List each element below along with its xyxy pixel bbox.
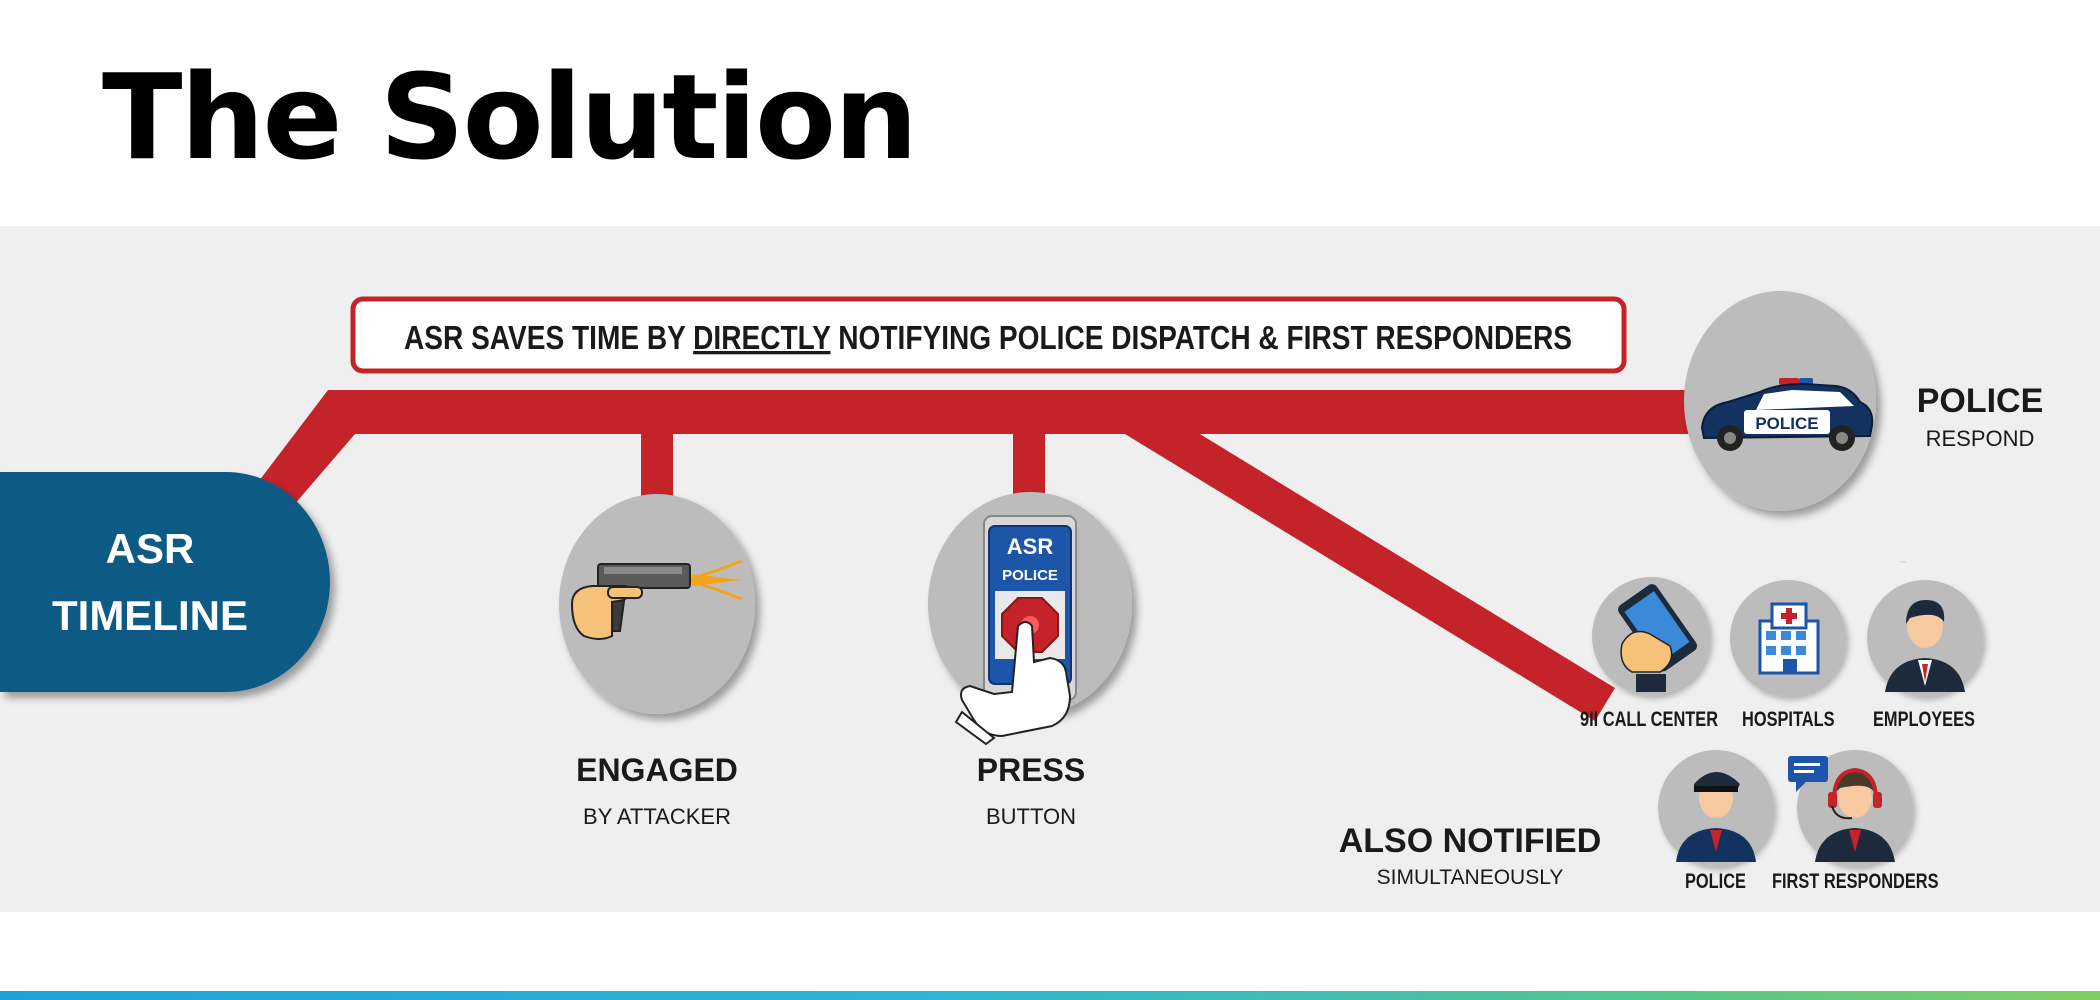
muzzle-flash bbox=[692, 574, 742, 586]
connector-engaged bbox=[641, 431, 673, 499]
engaged-label: ENGAGED bbox=[576, 752, 738, 788]
timeline-panel: ASR TIMELINE ASR SAVES TIME BY DIRECTLY … bbox=[0, 226, 2100, 912]
police-respond-label: POLICE bbox=[1916, 382, 2044, 420]
police-officer-icon bbox=[1658, 750, 1774, 866]
banner-text-emphasis: DIRECTLY bbox=[693, 319, 831, 356]
banner-text-after: NOTIFYING POLICE DISPATCH & FIRST RESPON… bbox=[830, 319, 1572, 356]
call-center-icon bbox=[1592, 577, 1710, 695]
device-brand: ASR bbox=[1007, 534, 1054, 559]
employees-label: EMPLOYEES bbox=[1873, 708, 1975, 731]
banner-text: ASR SAVES TIME BY DIRECTLY NOTIFYING POL… bbox=[404, 319, 1572, 356]
police-car-text: POLICE bbox=[1755, 414, 1818, 433]
gun-icon bbox=[570, 559, 743, 640]
main-timeline-bar bbox=[202, 390, 1745, 556]
banner-box bbox=[350, 296, 1627, 374]
timeline-bars bbox=[202, 390, 1745, 721]
timeline-tab-line2: TIMELINE bbox=[52, 592, 248, 639]
press-step-icon: ASR POLICE bbox=[928, 492, 1132, 746]
engaged-step-icon bbox=[559, 494, 755, 714]
also-notified-sublabel: SIMULTANEOUSLY bbox=[1376, 866, 1564, 889]
hospitals-label: HOSPITALS bbox=[1742, 708, 1835, 731]
timeline-tab-line1: ASR bbox=[106, 525, 195, 572]
police-respond-sublabel: RESPOND bbox=[1925, 426, 2035, 451]
pointing-hand-icon bbox=[954, 621, 1072, 746]
asr-timeline-tab bbox=[0, 472, 330, 692]
also-notified-label: ALSO NOTIFIED bbox=[1338, 822, 1602, 860]
press-label: PRESS bbox=[976, 752, 1086, 788]
connector-press bbox=[1013, 431, 1045, 499]
page-title: The Solution bbox=[102, 48, 918, 186]
diagonal-branch-bar bbox=[1120, 431, 1615, 721]
press-sublabel: BUTTON bbox=[985, 804, 1077, 829]
timeline-diagram: ASR TIMELINE ASR SAVES TIME BY DIRECTLY … bbox=[0, 291, 1983, 866]
police-label: POLICE bbox=[1685, 870, 1746, 893]
hospital-icon bbox=[1730, 580, 1846, 696]
first-responder-icon bbox=[1788, 750, 1913, 866]
engaged-sublabel: BY ATTACKER bbox=[583, 804, 731, 829]
employee-icon bbox=[1867, 580, 1983, 696]
chat-bubble-icon bbox=[1788, 756, 1828, 782]
police-car-icon: POLICE bbox=[1700, 378, 1874, 451]
call-center-label: 9II CALL CENTER bbox=[1580, 708, 1719, 731]
banner-text-before: ASR SAVES TIME BY bbox=[404, 319, 693, 356]
first-responders-label: FIRST RESPONDERS bbox=[1772, 870, 1939, 893]
bottom-accent-bar bbox=[0, 991, 2100, 1000]
device-label: POLICE bbox=[1002, 567, 1058, 584]
police-step-icon: POLICE bbox=[1684, 291, 1876, 511]
